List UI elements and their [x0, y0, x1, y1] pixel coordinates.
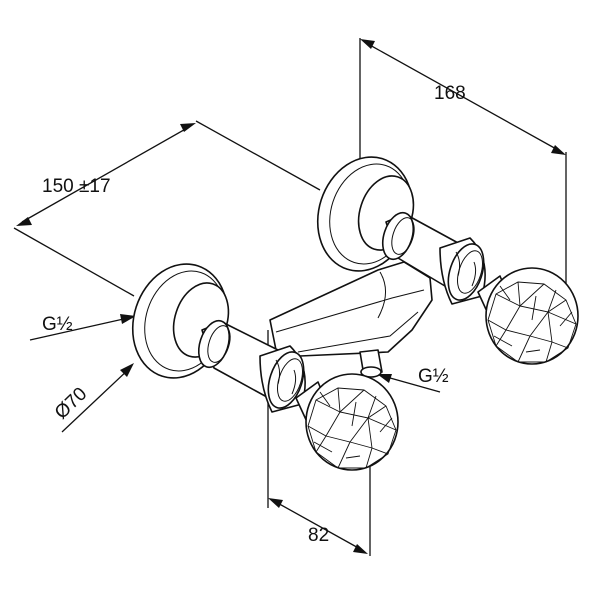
arrowhead	[180, 123, 196, 132]
arrowhead	[120, 314, 136, 324]
dimension-g-half-right: G½	[377, 366, 449, 393]
dimension-168: 168	[359, 38, 567, 290]
dimension-diameter-70: Ø70	[51, 363, 134, 433]
arrowhead	[120, 363, 134, 377]
dimension-g-half-left: G½	[29, 314, 136, 341]
dim-label-diameter: Ø70	[51, 384, 91, 424]
dim-label-150: 150 ±17	[42, 176, 111, 197]
arrowhead	[377, 374, 392, 383]
right-crystal-handle	[477, 267, 579, 365]
left-crystal-handle	[295, 373, 399, 471]
arrowhead	[551, 145, 566, 155]
dim-label-g-left: G½	[42, 314, 73, 335]
dim-label-82: 82	[308, 525, 329, 546]
arrowhead	[353, 544, 368, 554]
dim-label-g-right: G½	[418, 366, 449, 387]
right-arm	[381, 211, 486, 305]
dimension-150: 150 ±17	[13, 120, 321, 297]
arrowhead	[360, 39, 375, 49]
facet-lines	[307, 387, 397, 469]
facet-lines	[487, 281, 577, 363]
arrowhead	[16, 217, 32, 226]
dim-label-168: 168	[434, 83, 466, 104]
arrowhead	[268, 498, 283, 508]
